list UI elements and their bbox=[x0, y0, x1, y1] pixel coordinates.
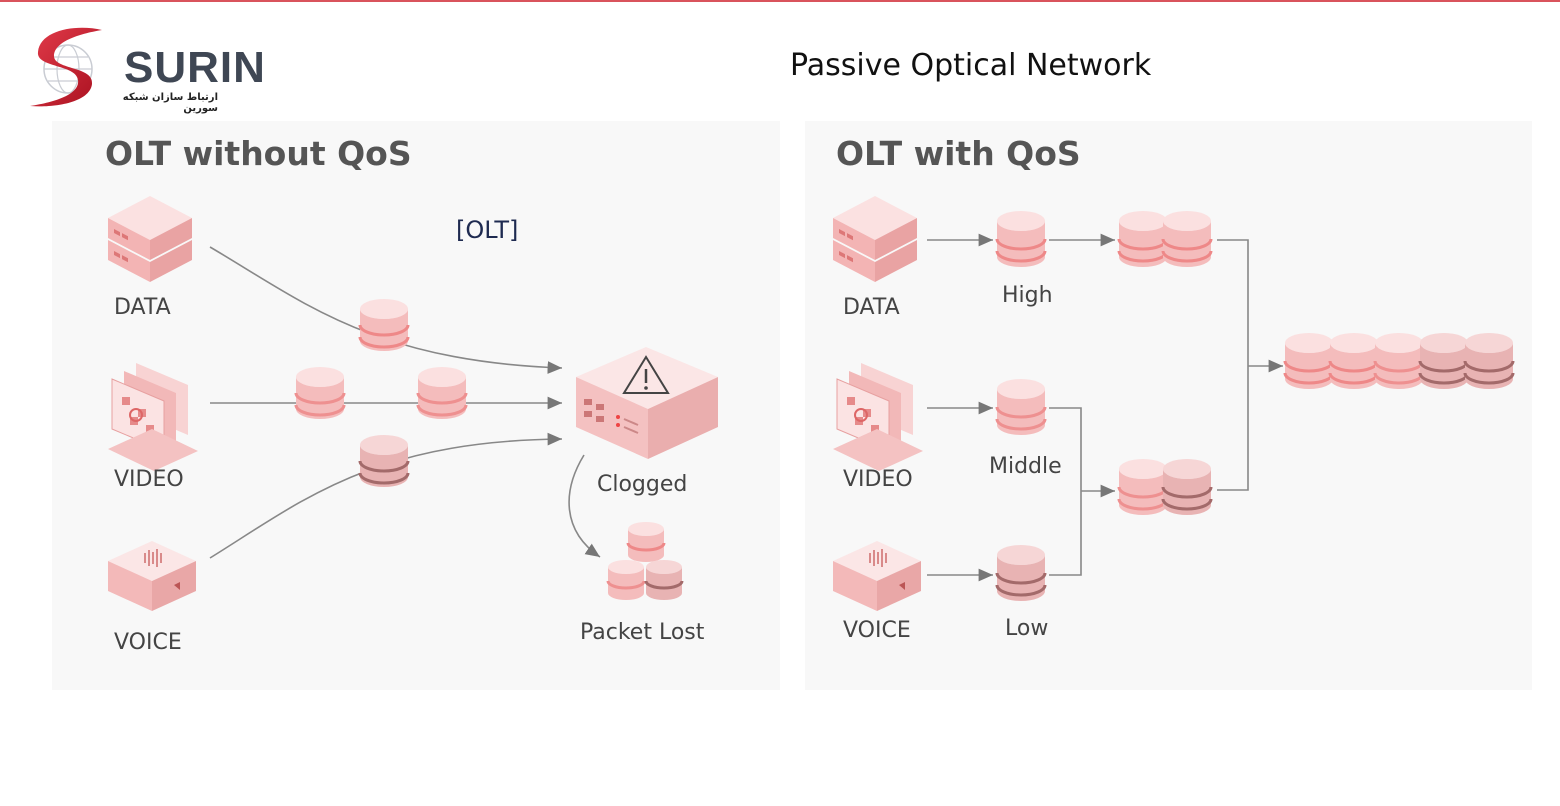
packet-lost-label: Packet Lost bbox=[580, 620, 705, 645]
page-title: Passive Optical Network bbox=[790, 48, 1152, 83]
olt-device-icon bbox=[576, 347, 718, 459]
panel-title-left: OLT without QoS bbox=[105, 134, 412, 173]
warning-icon bbox=[622, 355, 670, 394]
source-label-video: VIDEO bbox=[114, 467, 184, 492]
right-flow-diagram bbox=[833, 196, 1515, 611]
flow-line-drop bbox=[568, 454, 601, 558]
packet-icon bbox=[416, 367, 468, 419]
olt-tag: [OLT] bbox=[456, 216, 519, 244]
source-label-voice: VOICE bbox=[114, 630, 182, 655]
high-queue-icon bbox=[1117, 211, 1213, 267]
output-queue-icon bbox=[1283, 333, 1515, 389]
mixed-queue-icon bbox=[1117, 459, 1213, 515]
voice-device-icon bbox=[108, 541, 196, 611]
top-accent-line bbox=[0, 0, 1560, 2]
priority-label-middle: Middle bbox=[989, 454, 1062, 479]
bracket-middle-low bbox=[1049, 407, 1082, 576]
lost-packet-icon bbox=[644, 560, 684, 600]
left-flow-diagram bbox=[108, 196, 718, 611]
panel-olt-with-qos: OLT with QoS bbox=[805, 121, 1532, 690]
low-priority-packet-icon bbox=[995, 545, 1047, 601]
globe-swoosh-icon bbox=[30, 27, 102, 107]
packet-icon bbox=[358, 299, 410, 351]
brand-name: SURIN bbox=[124, 43, 266, 92]
data-server-icon bbox=[833, 196, 917, 282]
video-screen-icon bbox=[108, 363, 198, 471]
lost-packet-icon bbox=[606, 560, 646, 600]
voice-device-icon bbox=[833, 541, 921, 611]
surin-logo: SURIN ارتباط سازان شبکه سورین bbox=[26, 24, 265, 114]
priority-label-high: High bbox=[1002, 283, 1053, 308]
high-priority-packet-icon bbox=[995, 211, 1047, 267]
flow-line-data bbox=[209, 246, 563, 374]
source-label-voice: VOICE bbox=[843, 618, 911, 643]
bracket-queues bbox=[1217, 239, 1249, 491]
video-screen-icon bbox=[833, 363, 923, 471]
packet-icon bbox=[294, 367, 346, 419]
priority-label-low: Low bbox=[1005, 616, 1049, 641]
lost-packet-icon bbox=[626, 522, 666, 562]
middle-priority-packet-icon bbox=[995, 379, 1047, 435]
panel-title-right: OLT with QoS bbox=[836, 134, 1081, 173]
flow-line-voice bbox=[209, 432, 563, 559]
olt-status-label: Clogged bbox=[597, 472, 688, 497]
brand-tagline: ارتباط سازان شبکه سورین bbox=[122, 92, 218, 114]
packet-icon bbox=[358, 435, 410, 487]
source-label-data: DATA bbox=[114, 295, 171, 320]
source-label-data: DATA bbox=[843, 295, 900, 320]
data-server-icon bbox=[108, 196, 192, 282]
source-label-video: VIDEO bbox=[843, 467, 913, 492]
panel-olt-without-qos: OLT without QoS [OLT] bbox=[52, 121, 780, 690]
